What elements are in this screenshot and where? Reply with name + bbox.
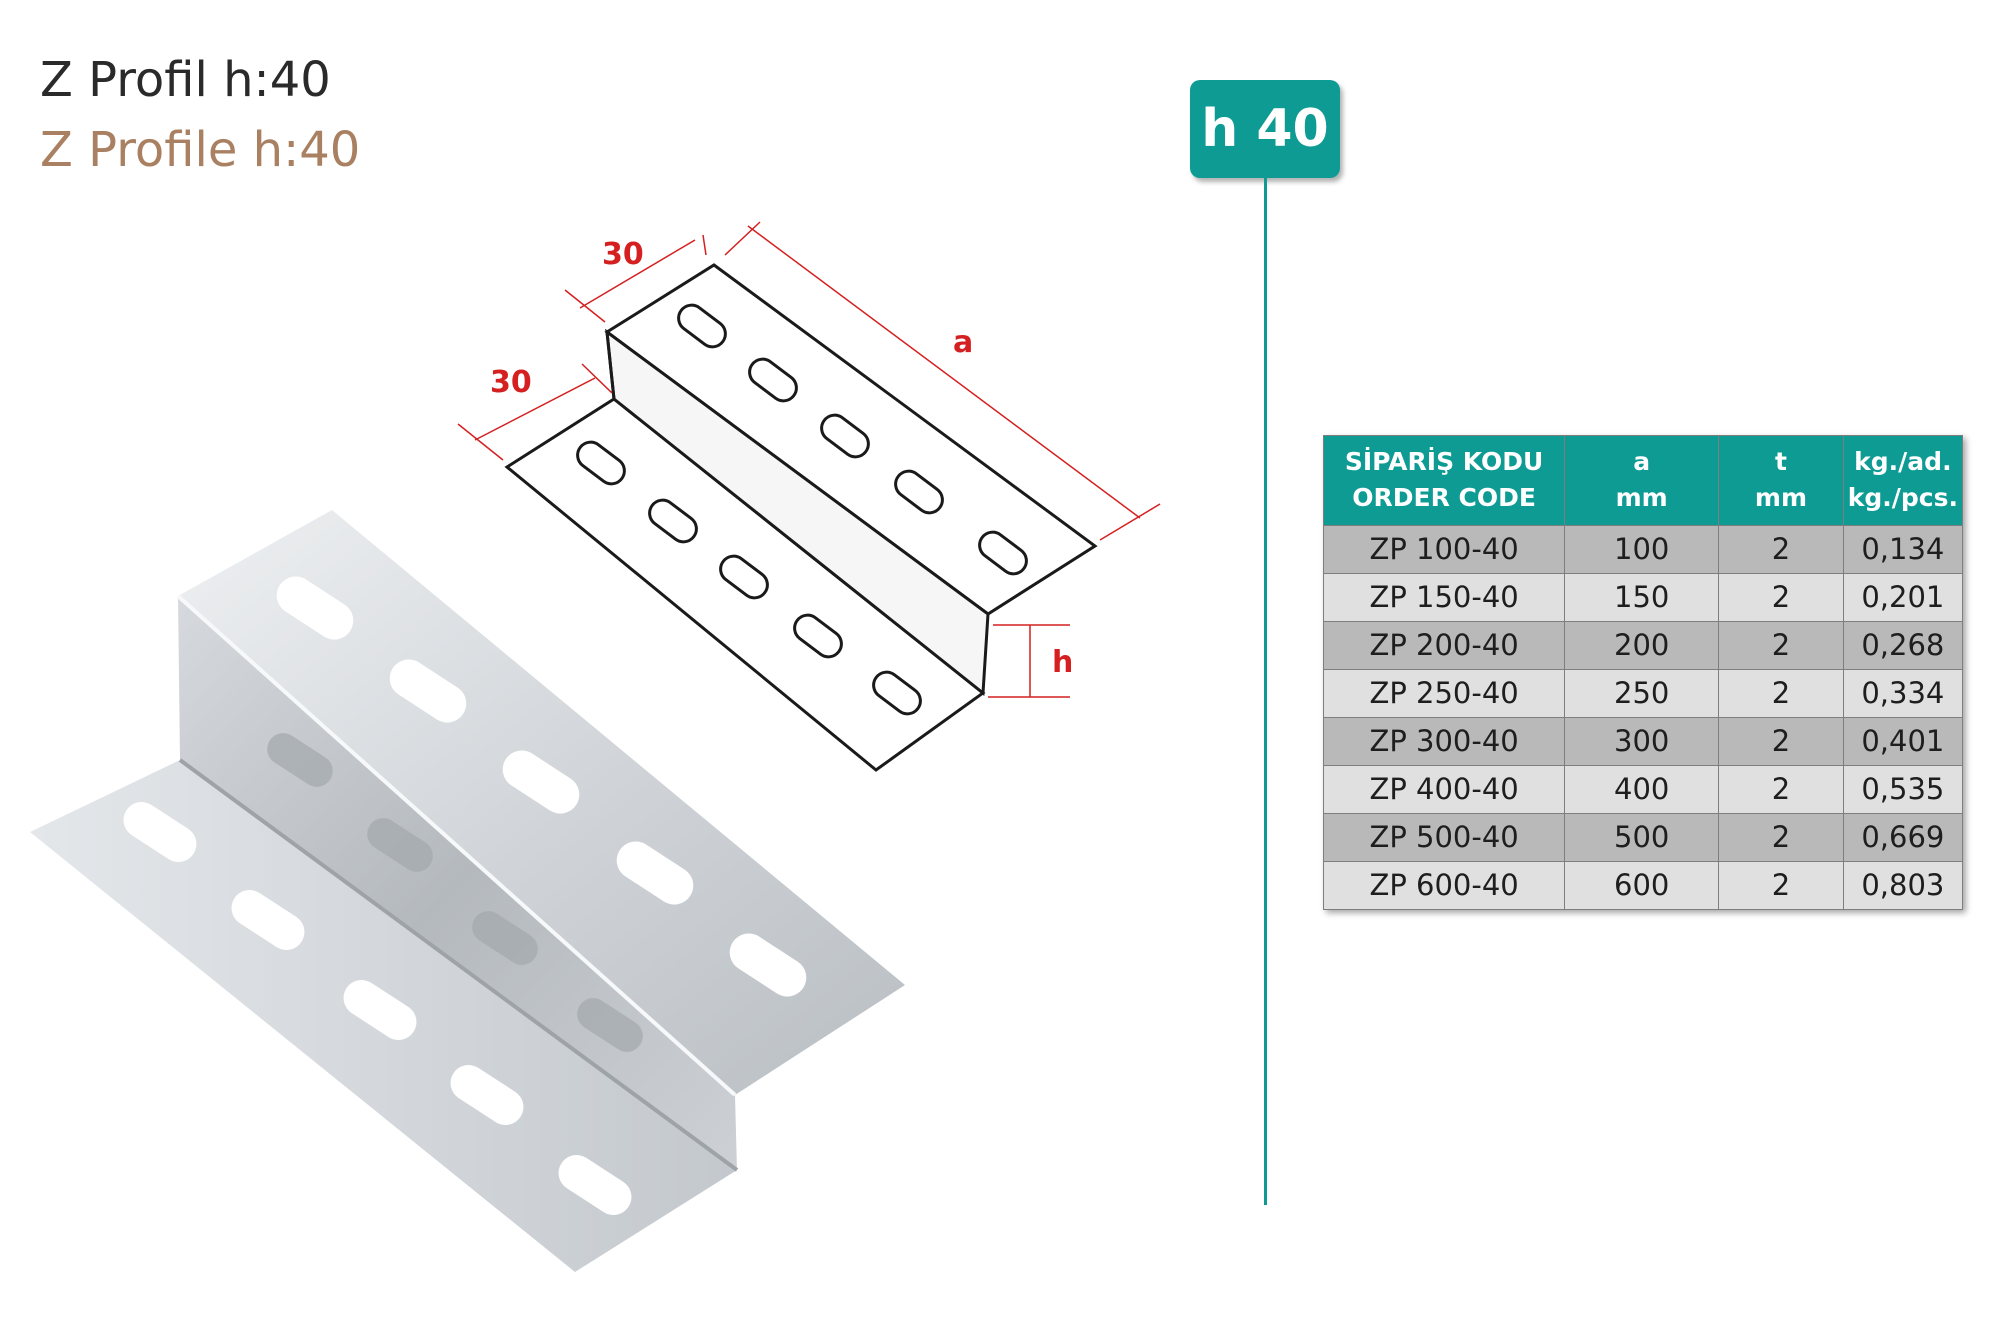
header-t-unit: mm xyxy=(1754,483,1808,513)
cell-t: 2 xyxy=(1718,572,1844,622)
render-lower-slots xyxy=(123,802,632,1215)
dimension-label-length: a xyxy=(953,325,973,360)
cell-t: 2 xyxy=(1718,620,1844,670)
page-title: Z Profil h:40 xyxy=(40,52,331,108)
table-row: ZP 500-40 500 2 0,669 xyxy=(1322,812,1964,862)
table-body: ZP 100-40 100 2 0,134 ZP 150-40 150 2 0,… xyxy=(1322,524,1964,910)
dimension-lines xyxy=(457,221,1161,698)
cell-weight: 0,535 xyxy=(1842,764,1964,814)
cell-t: 2 xyxy=(1718,716,1844,766)
cell-a: 200 xyxy=(1564,620,1720,670)
table-row: ZP 600-40 600 2 0,803 xyxy=(1322,860,1964,910)
header-order-code-tr: SİPARİŞ KODU xyxy=(1344,447,1544,476)
cell-order-code: ZP 250-40 xyxy=(1322,668,1566,718)
product-illustrations: 30 30 a h xyxy=(30,221,1161,1272)
cell-a: 250 xyxy=(1564,668,1720,718)
header-weight-tr: kg./ad. xyxy=(1854,447,1952,476)
lower-flange-slots xyxy=(576,440,922,716)
header-a-unit: mm xyxy=(1615,483,1668,513)
table-row: ZP 300-40 300 2 0,401 xyxy=(1322,716,1964,766)
header-weight: kg./ad. kg./pcs. xyxy=(1842,435,1964,526)
cell-weight: 0,334 xyxy=(1842,668,1964,718)
table-header: SİPARİŞ KODU ORDER CODE a mm t mm kg./ad… xyxy=(1322,435,1964,526)
cell-a: 100 xyxy=(1564,524,1720,574)
cell-order-code: ZP 400-40 xyxy=(1322,764,1566,814)
header-order-code-en: ORDER CODE xyxy=(1352,483,1536,513)
accent-divider xyxy=(1264,178,1267,1205)
cell-t: 2 xyxy=(1718,764,1844,814)
cell-t: 2 xyxy=(1718,668,1844,718)
render-upper-slots xyxy=(276,576,807,997)
cell-t: 2 xyxy=(1718,860,1844,910)
table-row: ZP 250-40 250 2 0,334 xyxy=(1322,668,1964,718)
cell-weight: 0,134 xyxy=(1842,524,1964,574)
cell-weight: 0,669 xyxy=(1842,812,1964,862)
cell-order-code: ZP 500-40 xyxy=(1322,812,1566,862)
render-web-shadows xyxy=(267,733,643,1052)
header-a-label: a xyxy=(1633,447,1651,476)
page-subtitle: Z Profile h:40 xyxy=(40,122,361,178)
cell-order-code: ZP 600-40 xyxy=(1322,860,1566,910)
cell-t: 2 xyxy=(1718,812,1844,862)
cell-a: 300 xyxy=(1564,716,1720,766)
upper-flange-slots xyxy=(677,303,1028,576)
product-render xyxy=(30,510,905,1272)
cell-a: 150 xyxy=(1564,572,1720,622)
cell-order-code: ZP 100-40 xyxy=(1322,524,1566,574)
cell-t: 2 xyxy=(1718,524,1844,574)
cell-order-code: ZP 200-40 xyxy=(1322,620,1566,670)
dimension-label-height: h xyxy=(1052,645,1073,680)
cell-order-code: ZP 150-40 xyxy=(1322,572,1566,622)
cell-a: 400 xyxy=(1564,764,1720,814)
header-t-label: t xyxy=(1774,447,1787,476)
technical-drawing: 30 30 a h xyxy=(457,221,1161,772)
height-badge: h 40 xyxy=(1190,80,1340,178)
dimension-label-top: 30 xyxy=(602,237,644,272)
cell-weight: 0,268 xyxy=(1842,620,1964,670)
table-row: ZP 100-40 100 2 0,134 xyxy=(1322,524,1964,574)
cell-a: 500 xyxy=(1564,812,1720,862)
cell-order-code: ZP 300-40 xyxy=(1322,716,1566,766)
header-weight-en: kg./pcs. xyxy=(1847,483,1958,513)
header-t: t mm xyxy=(1718,435,1844,526)
cell-weight: 0,201 xyxy=(1842,572,1964,622)
dimension-label-left: 30 xyxy=(490,365,532,400)
header-a: a mm xyxy=(1564,435,1720,526)
cell-a: 600 xyxy=(1564,860,1720,910)
order-code-table: SİPARİŞ KODU ORDER CODE a mm t mm kg./ad… xyxy=(1322,435,1964,910)
header-order-code: SİPARİŞ KODU ORDER CODE xyxy=(1322,435,1566,526)
cell-weight: 0,803 xyxy=(1842,860,1964,910)
table-row: ZP 150-40 150 2 0,201 xyxy=(1322,572,1964,622)
table-row: ZP 200-40 200 2 0,268 xyxy=(1322,620,1964,670)
table-row: ZP 400-40 400 2 0,535 xyxy=(1322,764,1964,814)
cell-weight: 0,401 xyxy=(1842,716,1964,766)
